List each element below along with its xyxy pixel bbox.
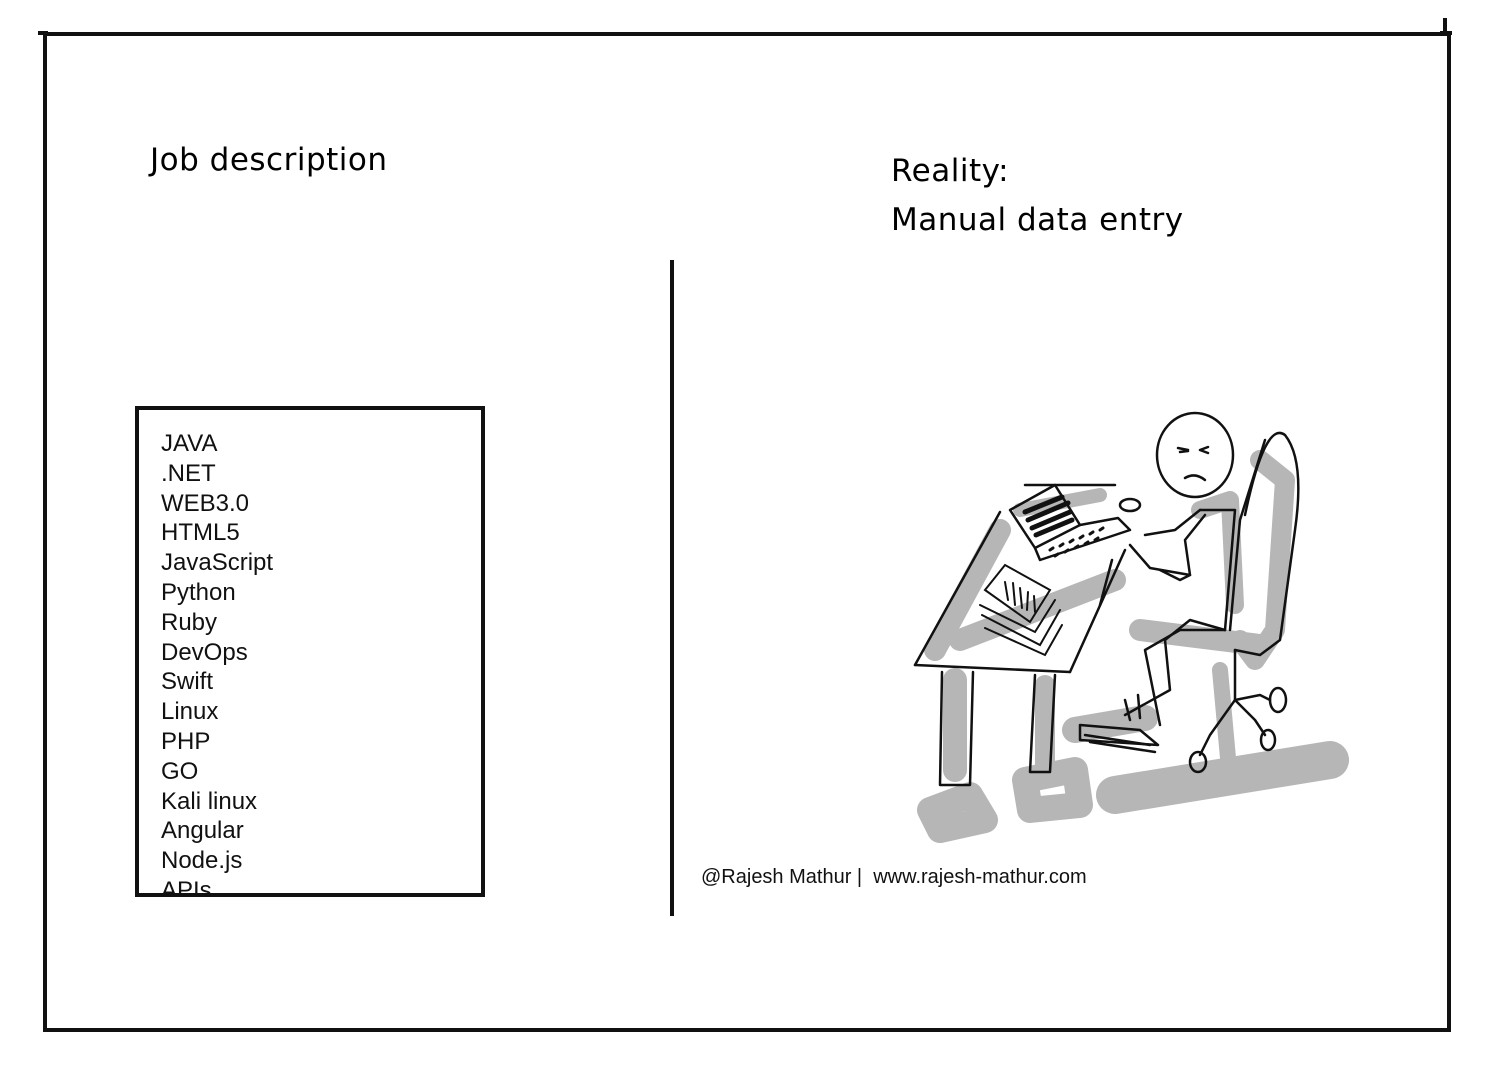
skill-item: WEB3.0	[161, 489, 250, 517]
skill-item: .NET	[161, 459, 216, 487]
stick-figure-at-desk-with-laptop-icon	[913, 411, 1349, 843]
skill-item: HTML5	[161, 519, 240, 547]
office-chair	[1188, 431, 1300, 774]
shadow-shading	[917, 450, 1349, 843]
laptop	[1008, 483, 1142, 562]
frame-corner-mark	[1443, 18, 1447, 36]
skill-item: GO	[161, 757, 199, 785]
skill-item: Swift	[161, 668, 214, 696]
author-credit: @Rajesh Mathur | www.rajesh-mathur.com	[701, 866, 1087, 888]
center-divider	[670, 260, 674, 916]
frame-corner-mark	[38, 31, 48, 35]
skill-item: DevOps	[161, 638, 248, 666]
reality-subheading: Manual data entry	[891, 202, 1184, 238]
papers	[979, 563, 1063, 657]
skill-item: JavaScript	[161, 549, 274, 577]
skill-item: JAVA	[161, 430, 218, 457]
skill-item: APIs	[161, 876, 212, 897]
page-frame	[43, 32, 1451, 1032]
skill-item: Node.js	[161, 847, 243, 875]
skill-item: Angular	[161, 817, 244, 845]
skill-item: Ruby	[161, 608, 218, 636]
desk	[913, 510, 1127, 787]
skill-item: Python	[161, 578, 236, 606]
stick-figure	[1078, 411, 1237, 754]
skill-item: Kali linux	[161, 787, 258, 815]
skill-item: Linux	[161, 698, 219, 726]
job-description-heading: Job description	[150, 142, 388, 178]
reality-heading: Reality:	[891, 153, 1010, 189]
skill-item: PHP	[161, 727, 211, 755]
frame-corner-mark	[1440, 31, 1452, 35]
